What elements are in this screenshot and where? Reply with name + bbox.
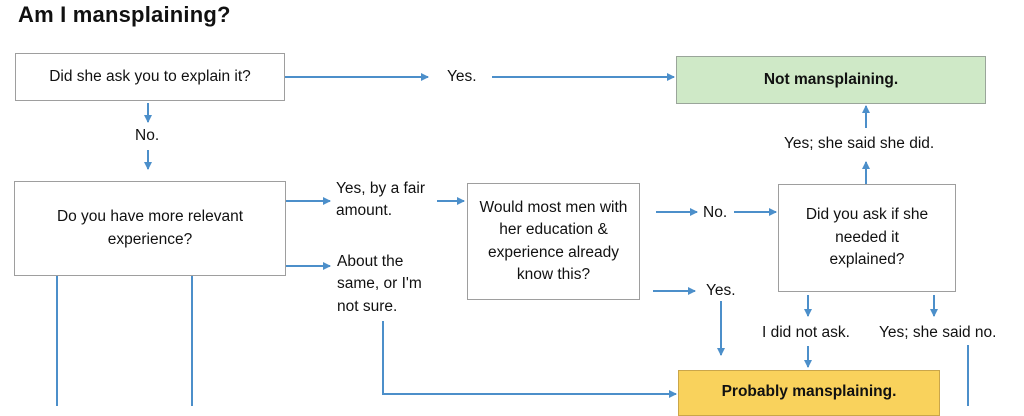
outcome-not-mansplaining: Not mansplaining. [676,56,986,104]
label-yes-probably: Yes. [706,282,736,299]
question-did-you-ask: Did you ask if she needed it explained? [778,184,956,292]
label-no-q4: No. [703,204,728,221]
label-yes-she-said-no: Yes; she said no. [879,324,997,341]
question-most-men-know-text: Would most men with her education & expe… [479,198,628,283]
outcome-probably-mansplaining-text: Probably mansplaining. [721,383,897,400]
label-yes-not: Yes. [447,68,477,85]
arrow-same-to-probably [382,321,677,398]
label-did-not-ask: I did not ask. [762,324,850,341]
outcome-probably-mansplaining: Probably mansplaining. [678,370,940,416]
label-yes-fair-amount: Yes, by a fair amount. [336,180,426,220]
question-ask-explain: Did she ask you to explain it? [15,53,285,101]
question-more-experience: Do you have more relevant experience? [14,181,286,276]
flow-arrows [56,73,969,406]
label-no-q2: No. [135,127,160,144]
label-yes-she-did: Yes; she said she did. [784,135,935,152]
outcome-not-mansplaining-text: Not mansplaining. [763,70,899,88]
question-did-you-ask-text: Did you ask if she needed it explained? [805,206,929,269]
question-more-experience-text: Do you have more relevant experience? [56,208,244,248]
question-ask-explain-text: Did she ask you to explain it? [49,67,251,85]
question-most-men-know: Would most men with her education & expe… [467,183,640,300]
diagram-title: Am I mansplaining? [18,2,231,27]
label-about-same: About the same, or I'm not sure. [337,253,422,315]
